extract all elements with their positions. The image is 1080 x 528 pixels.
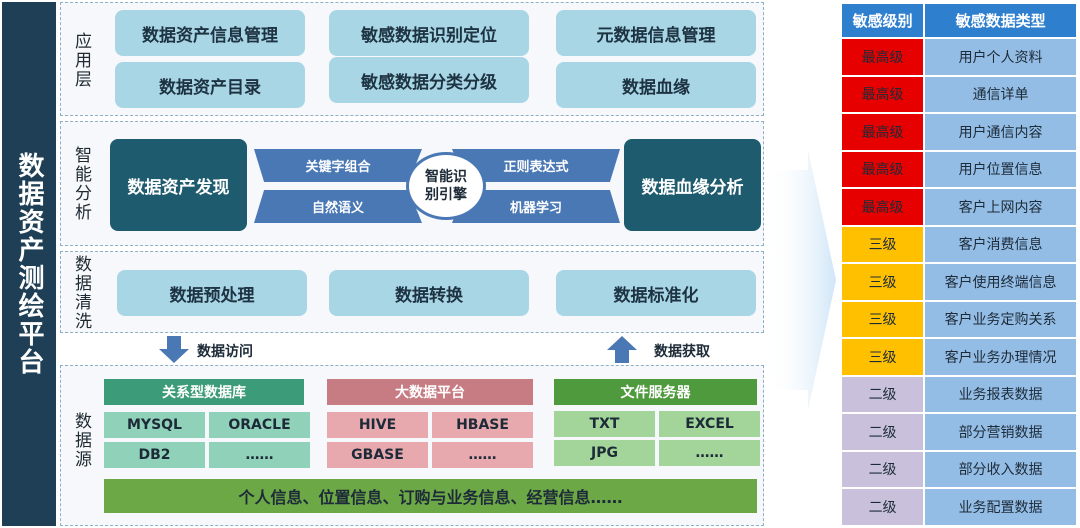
source-layer-label: 数据源	[71, 411, 91, 469]
data-preprocessing[interactable]: 数据预处理	[117, 270, 307, 316]
table-row: 二级部分营销数据	[839, 412, 1078, 452]
type-cell: 通信详单	[923, 74, 1078, 114]
type-cell: 客户消费信息	[923, 224, 1078, 264]
type-cell: 部分营销数据	[923, 412, 1078, 452]
sensitivity-table: 敏感级别 敏感数据类型 最高级用户个人资料 最高级通信详单 最高级用户通信内容 …	[839, 2, 1078, 527]
lineage-analysis[interactable]: 数据血缘分析	[624, 139, 761, 231]
table-row: 二级业务报表数据	[839, 374, 1078, 414]
type-cell: 客户使用终端信息	[923, 262, 1078, 302]
type-cell: 客户业务定购关系	[923, 299, 1078, 339]
level-cell: 二级	[839, 412, 926, 452]
recognition-engine-label: 智能识别引擎	[425, 169, 467, 203]
data-transformation[interactable]: 数据转换	[329, 270, 529, 316]
source-txt: TXT	[554, 411, 655, 437]
header-level: 敏感级别	[839, 2, 926, 39]
type-cell: 用户个人资料	[923, 37, 1078, 77]
table-row: 最高级用户位置信息	[839, 149, 1078, 189]
table-row: 三级客户消费信息	[839, 224, 1078, 264]
level-cell: 二级	[839, 487, 926, 527]
source-db2: DB2	[104, 442, 205, 468]
source-hbase: HBASE	[432, 412, 533, 438]
source-gbase: GBASE	[327, 442, 428, 468]
type-cell: 用户通信内容	[923, 112, 1078, 152]
type-cell: 客户上网内容	[923, 187, 1078, 227]
up-arrow-icon	[606, 335, 638, 363]
data-lineage[interactable]: 数据血缘	[556, 62, 756, 108]
source-excel: EXCEL	[659, 411, 760, 437]
table-header-row: 敏感级别 敏感数据类型	[839, 2, 1078, 39]
type-cell: 业务配置数据	[923, 487, 1078, 527]
method-keyword-combo: 关键字组合	[254, 149, 422, 182]
table-row: 二级部分收入数据	[839, 449, 1078, 489]
source-oracle: ORACLE	[209, 412, 310, 438]
level-cell: 三级	[839, 337, 926, 377]
type-cell: 部分收入数据	[923, 449, 1078, 489]
method-regex: 正则表达式	[452, 149, 620, 182]
asset-discovery[interactable]: 数据资产发现	[110, 139, 247, 231]
type-cell: 用户位置信息	[923, 149, 1078, 189]
right-arrow-icon	[768, 150, 838, 410]
recognition-engine: 智能识别引擎	[406, 152, 486, 220]
platform-title: 数据资产测绘平台	[2, 2, 56, 526]
source-more-files: ……	[659, 440, 760, 466]
level-cell: 最高级	[839, 37, 926, 77]
table-row: 最高级用户个人资料	[839, 37, 1078, 77]
level-cell: 二级	[839, 449, 926, 489]
level-cell: 最高级	[839, 149, 926, 189]
source-more-relational: ……	[209, 442, 310, 468]
level-cell: 三级	[839, 262, 926, 302]
level-cell: 三级	[839, 224, 926, 264]
source-jpg: JPG	[554, 440, 655, 466]
info-types-bar: 个人信息、位置信息、订购与业务信息、经营信息……	[104, 479, 757, 513]
application-layer-label: 应用层	[71, 31, 91, 89]
table-row: 三级客户业务办理情况	[839, 337, 1078, 377]
type-cell: 客户业务办理情况	[923, 337, 1078, 377]
data-access-label: 数据访问	[197, 344, 253, 360]
cleaning-layer-label: 数据清洗	[71, 255, 91, 331]
data-standardization[interactable]: 数据标准化	[556, 270, 756, 316]
table-row: 最高级用户通信内容	[839, 112, 1078, 152]
sensitive-data-classify[interactable]: 敏感数据分类分级	[329, 57, 529, 103]
level-cell: 最高级	[839, 74, 926, 114]
level-cell: 三级	[839, 299, 926, 339]
level-cell: 最高级	[839, 187, 926, 227]
file-server-header: 文件服务器	[554, 379, 757, 405]
down-arrow-icon	[158, 336, 190, 364]
level-cell: 最高级	[839, 112, 926, 152]
type-cell: 业务报表数据	[923, 374, 1078, 414]
analysis-layer-label: 智能分析	[71, 146, 91, 222]
table-row: 最高级通信详单	[839, 74, 1078, 114]
asset-info-management[interactable]: 数据资产信息管理	[115, 10, 305, 56]
source-hive: HIVE	[327, 412, 428, 438]
metadata-management[interactable]: 元数据信息管理	[556, 10, 756, 56]
table-row: 三级客户使用终端信息	[839, 262, 1078, 302]
data-acquire-label: 数据获取	[654, 344, 710, 360]
relational-db-header: 关系型数据库	[104, 379, 304, 405]
method-nlp: 自然语义	[254, 190, 422, 223]
sensitive-data-locate[interactable]: 敏感数据识别定位	[329, 10, 529, 56]
table-row: 三级客户业务定购关系	[839, 299, 1078, 339]
source-mysql: MYSQL	[104, 412, 205, 438]
asset-catalog[interactable]: 数据资产目录	[115, 62, 305, 108]
source-more-bigdata: ……	[432, 442, 533, 468]
header-type: 敏感数据类型	[923, 2, 1078, 39]
bigdata-platform-header: 大数据平台	[327, 379, 533, 405]
table-row: 最高级客户上网内容	[839, 187, 1078, 227]
table-row: 二级业务配置数据	[839, 487, 1078, 527]
level-cell: 二级	[839, 374, 926, 414]
